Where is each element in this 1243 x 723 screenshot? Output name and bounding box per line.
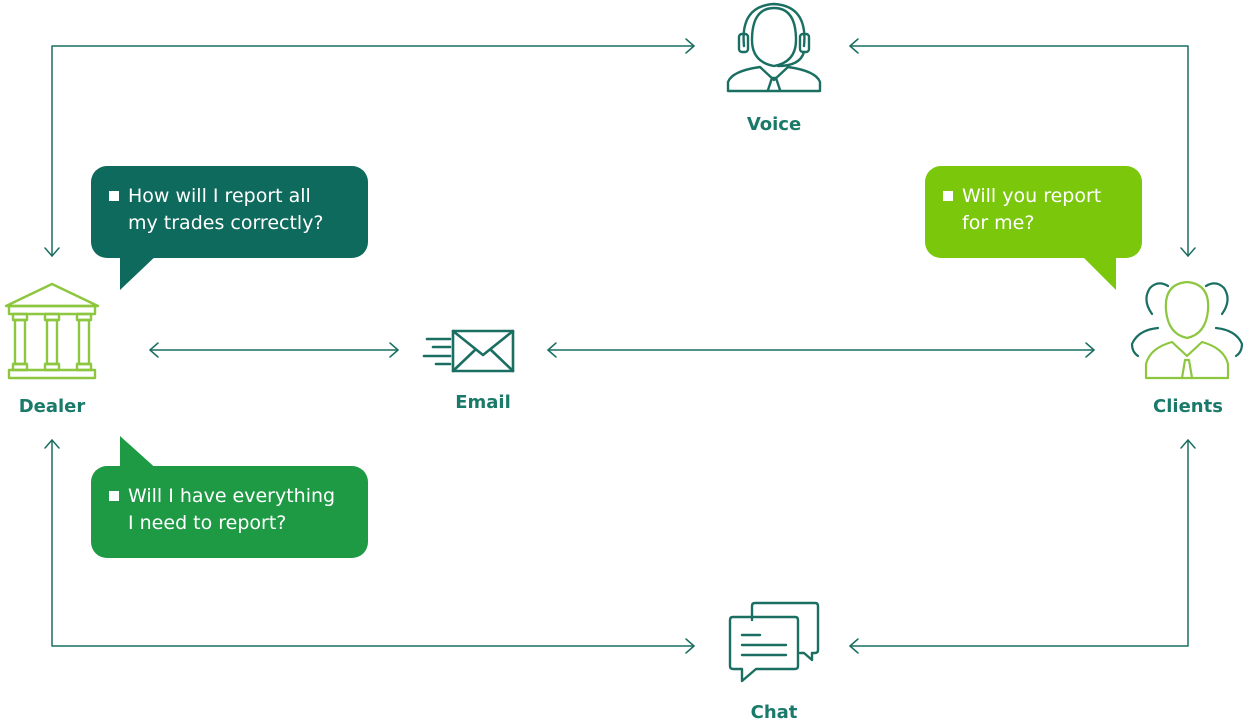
bullet-square (109, 191, 119, 201)
clients-bubble-tail (1078, 252, 1116, 290)
people-group-icon (1130, 280, 1243, 380)
email-label: Email (455, 392, 511, 413)
voice-label: Voice (746, 114, 802, 135)
dealer-question-bubble-2: Will I have everything I need to report? (91, 466, 368, 558)
chat-bubbles-icon (728, 601, 820, 683)
bubble-text-line: How will I report all (128, 185, 311, 207)
clients-question-bubble: Will you report for me? (925, 166, 1142, 258)
headset-person-icon (726, 2, 822, 93)
dealer-to-chat-connector (44, 439, 695, 654)
bubble-text-line: I need to report? (128, 512, 287, 534)
envelope-icon (422, 329, 515, 373)
chat-label: Chat (750, 702, 798, 723)
email-clients-connector (547, 342, 1095, 358)
clients-to-voice-connector (849, 38, 1196, 257)
bubble-text-line: Will you report (962, 185, 1102, 207)
clients-to-chat-connector (849, 439, 1196, 654)
bubble-text-line: my trades correctly? (128, 212, 324, 234)
bubble-text-line: for me? (962, 212, 1035, 234)
bullet-square (109, 491, 119, 501)
bubble-text-line: Will I have everything (128, 485, 336, 507)
dealer-question-bubble-1: How will I report all my trades correctl… (91, 166, 368, 258)
dealer-label: Dealer (18, 396, 86, 417)
bullet-square (943, 191, 953, 201)
dealer-bubble-2-tail (120, 436, 160, 472)
bank-building-icon (4, 282, 100, 380)
clients-label: Clients (1153, 396, 1223, 417)
dealer-email-connector (149, 342, 399, 358)
dealer-bubble-1-tail (120, 252, 160, 290)
dealer-to-voice-connector (44, 38, 695, 257)
